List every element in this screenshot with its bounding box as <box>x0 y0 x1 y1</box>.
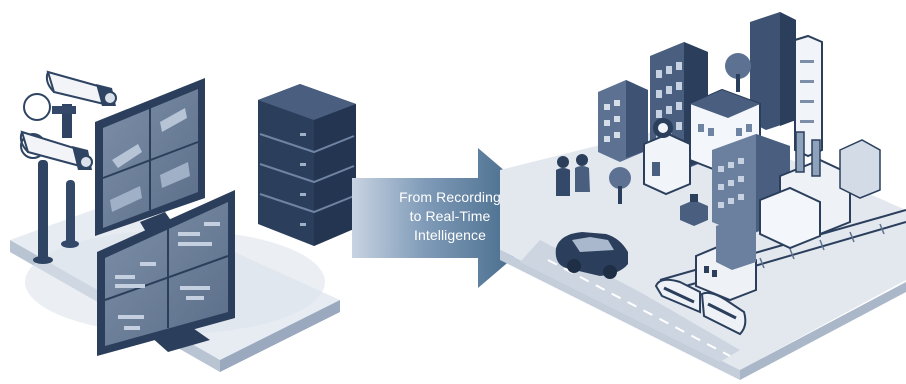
arrow-label-line-2: to Real-Time <box>409 208 491 224</box>
train-icon <box>654 278 747 336</box>
arrow-label-line-1: From Recording <box>399 189 501 205</box>
arrow-label-line-3: Intelligence <box>413 227 487 243</box>
car-icon <box>555 232 628 279</box>
arrow-label: From Recording to Real-Time Intelligence <box>384 188 516 245</box>
security-camera-icon <box>19 70 117 264</box>
house-icon <box>695 218 757 302</box>
monitor-icon <box>97 190 235 356</box>
kiosk-icon <box>680 194 708 226</box>
people-icon <box>556 154 590 196</box>
server-rack-icon <box>258 84 356 246</box>
factory-icon <box>759 131 881 250</box>
tree-icon <box>609 53 751 204</box>
monitor-icon <box>95 78 205 236</box>
